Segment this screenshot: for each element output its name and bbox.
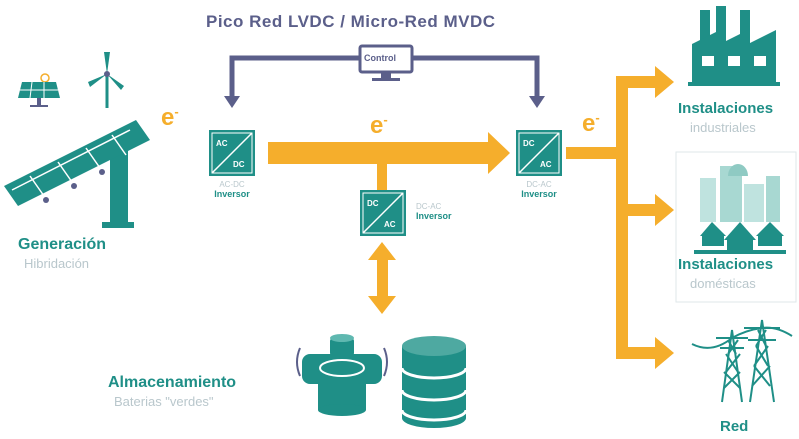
storage-arrow [368, 242, 396, 314]
electron-label-1: e- [161, 104, 179, 131]
output-domestic-subtitle: domésticas [690, 276, 756, 291]
storage-subtitle: Baterias "verdes" [114, 394, 214, 409]
inverter-3-type: DC-AC [526, 180, 552, 189]
dc-bus [268, 132, 510, 190]
inverter-1-name: Inversor [214, 189, 250, 199]
inverter-3-name: Inversor [521, 189, 557, 199]
inverter-1-type: AC-DC [219, 180, 245, 189]
converter-3-bottom: AC [540, 160, 552, 169]
converter-box-3: DC AC [516, 130, 562, 176]
control-label: Control [364, 53, 396, 63]
output-industrial-subtitle: industriales [690, 120, 756, 135]
factory-icon [688, 6, 780, 86]
converter-2-top: DC [367, 199, 379, 208]
output-domestic-title: Instalaciones [678, 256, 774, 273]
solar-panel-icon [18, 73, 60, 107]
output-grid-title: Red [720, 418, 749, 435]
electron-label-3: e- [582, 110, 600, 137]
output-industrial-title: Instalaciones [678, 100, 774, 117]
generation-subtitle: Hibridación [24, 256, 90, 271]
domestic-panel [675, 151, 797, 303]
distribution-arrows [566, 66, 674, 369]
city-icon [694, 164, 786, 254]
flywheel-icon [296, 334, 388, 416]
converter-box-1: AC DC [209, 130, 255, 176]
converter-3-top: DC [523, 139, 535, 148]
inverter-2-type: DC-AC [416, 202, 442, 211]
inverter-1-label: AC-DC Inversor [202, 180, 262, 199]
power-tower-icon [691, 319, 793, 403]
solar-tracker-icon [4, 120, 150, 228]
page-title: Pico Red LVDC / Micro-Red MVDC [206, 12, 496, 31]
converter-2-bottom: AC [384, 220, 396, 229]
monitor-icon [358, 44, 414, 81]
electron-label-2: e- [370, 112, 388, 139]
converter-box-2: DC AC [360, 190, 406, 236]
converter-1-top: AC [216, 139, 228, 148]
inverter-2-name: Inversor [416, 211, 452, 221]
inverter-3-label: DC-AC Inversor [509, 180, 569, 199]
wind-turbine-icon [88, 52, 124, 108]
converter-1-bottom: DC [233, 160, 245, 169]
inverter-2-label: DC-AC Inversor [416, 202, 476, 221]
control-loop [224, 55, 545, 108]
generation-title: Generación [18, 236, 107, 253]
storage-title: Almacenamiento [108, 374, 237, 391]
battery-icon [400, 336, 468, 428]
